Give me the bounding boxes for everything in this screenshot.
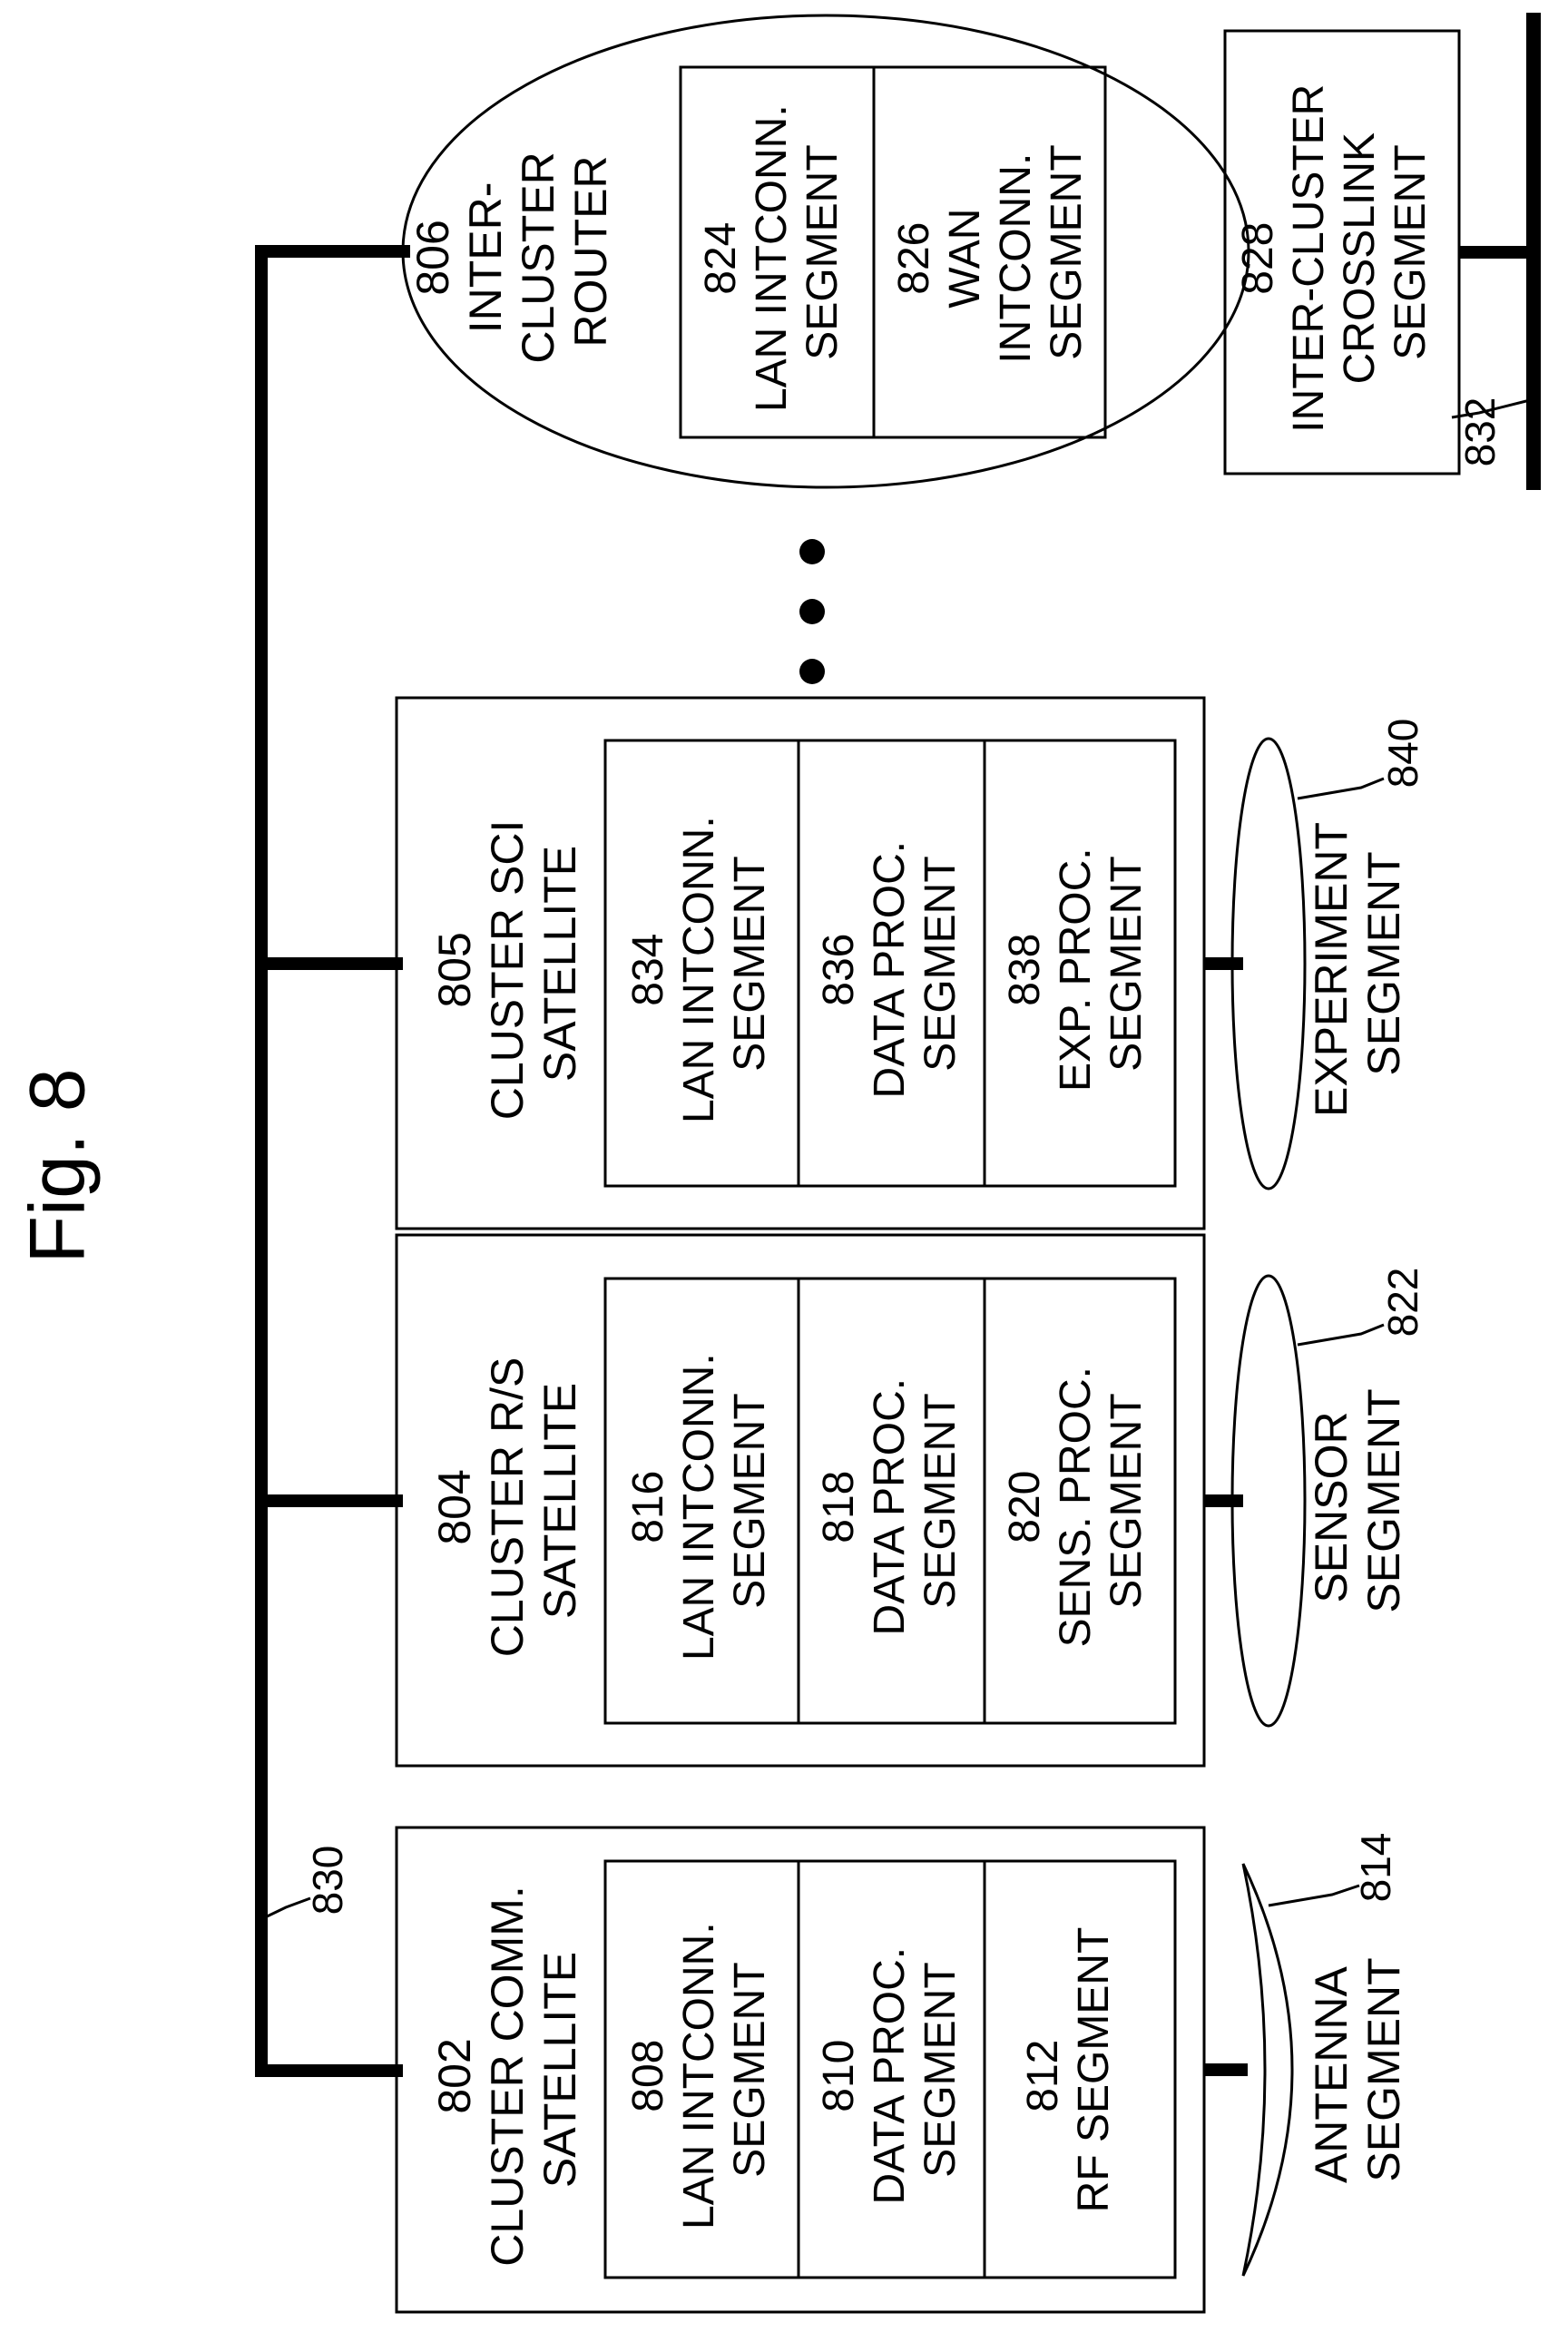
- ellipsis-dot: [799, 539, 825, 564]
- segment-820: 820 SENS. PROC. SEGMENT: [1001, 1355, 1151, 1648]
- antenna-segment-label: ANTENNA SEGMENT: [1306, 1956, 1409, 2183]
- satellite-802-name: CLUSTER COMM.: [482, 1886, 533, 2266]
- segment-836: 836 DATA PROC. SEGMENT: [815, 829, 965, 1099]
- satellite-804: 804 CLUSTER R/S SATELLITE 816 LAN INTCON…: [397, 1235, 1426, 1766]
- segment-816: 816 LAN INTCONN. SEGMENT: [624, 1341, 774, 1661]
- satellite-805-kind: SATELLITE: [534, 846, 585, 1082]
- segment-812-name: RF SEGMENT: [1070, 1927, 1118, 2213]
- segment-824-kind: SEGMENT: [799, 144, 847, 359]
- segment-810: 810 DATA PROC. SEGMENT: [815, 1935, 965, 2205]
- segment-836-kind: SEGMENT: [916, 856, 965, 1071]
- segment-820-name: SENS. PROC.: [1052, 1367, 1100, 1647]
- segment-826-line2: INTCONN.: [992, 153, 1040, 364]
- segment-838-name: EXP. PROC.: [1052, 848, 1100, 1092]
- segment-836-name: DATA PROC.: [866, 841, 914, 1099]
- lan-bus: [261, 251, 404, 2071]
- router-line4: ROUTER: [565, 155, 616, 347]
- segment-818-name: DATA PROC.: [866, 1378, 914, 1636]
- segment-824-name: LAN INTCONN.: [748, 104, 796, 412]
- ref-840: 840: [1379, 719, 1426, 789]
- satellite-805-title: 805 CLUSTER SCI SATELLITE: [429, 808, 585, 1121]
- leader-822: [1298, 1325, 1384, 1345]
- segment-808-ref: 808: [624, 2040, 672, 2112]
- figure-title: Fig. 8: [15, 1068, 102, 1263]
- segment-820-ref: 820: [1001, 1471, 1049, 1543]
- satellite-804-name: CLUSTER R/S: [482, 1357, 533, 1658]
- ellipsis-dot: [799, 599, 825, 624]
- segment-816-name: LAN INTCONN.: [675, 1353, 723, 1661]
- crosslink-line2: CROSSLINK: [1336, 132, 1384, 384]
- antenna-icon: [1243, 1864, 1292, 2276]
- satellite-805-name: CLUSTER SCI: [482, 820, 533, 1121]
- segment-826-line1: WAN: [941, 209, 989, 309]
- segment-818-ref: 818: [815, 1471, 863, 1543]
- segment-812-ref: 812: [1019, 2040, 1067, 2112]
- router-title: 806 INTER- CLUSTER ROUTER: [407, 139, 616, 363]
- segment-808-kind: SEGMENT: [726, 1962, 774, 2177]
- crosslink-ref: 828: [1234, 222, 1282, 295]
- ellipsis-dot: [799, 659, 825, 684]
- segment-808-name: LAN INTCONN.: [675, 1922, 723, 2229]
- satellite-802-title: 802 CLUSTER COMM. SATELLITE: [429, 1873, 585, 2266]
- segment-824: 824 LAN INTCONN. SEGMENT: [697, 93, 847, 412]
- segment-818: 818 DATA PROC. SEGMENT: [815, 1367, 965, 1636]
- segment-834-name: LAN INTCONN.: [675, 816, 723, 1123]
- crosslink-line1: INTER-CLUSTER: [1285, 84, 1333, 433]
- segment-808: 808 LAN INTCONN. SEGMENT: [624, 1910, 774, 2229]
- sensor-segment-line1: SENSOR: [1306, 1411, 1357, 1602]
- segment-834-ref: 834: [624, 934, 672, 1006]
- leader-830: [261, 1898, 310, 1919]
- inter-cluster-router: 806 INTER- CLUSTER ROUTER 824 LAN INTCON…: [403, 15, 1249, 487]
- router-line3: CLUSTER: [513, 152, 564, 363]
- segment-826-line3: SEGMENT: [1043, 144, 1091, 359]
- satellite-805: 805 CLUSTER SCI SATELLITE 834 LAN INTCON…: [397, 698, 1426, 1229]
- segment-818-kind: SEGMENT: [916, 1393, 965, 1608]
- leader-814: [1269, 1886, 1359, 1906]
- crosslink-line3: SEGMENT: [1387, 144, 1435, 359]
- sensor-segment-line2: SEGMENT: [1358, 1388, 1409, 1612]
- ref-832: 832: [1456, 397, 1504, 467]
- ref-814: 814: [1352, 1833, 1399, 1903]
- segment-816-kind: SEGMENT: [726, 1393, 774, 1608]
- crosslink-label: 828 INTER-CLUSTER CROSSLINK SEGMENT: [1234, 72, 1435, 432]
- experiment-segment-label: EXPERIMENT SEGMENT: [1306, 810, 1409, 1117]
- segment-834: 834 LAN INTCONN. SEGMENT: [624, 804, 774, 1123]
- segment-812: 812 RF SEGMENT: [1019, 1927, 1118, 2213]
- segment-836-ref: 836: [815, 934, 863, 1006]
- segment-820-kind: SEGMENT: [1102, 1393, 1151, 1608]
- segment-816-ref: 816: [624, 1471, 672, 1543]
- antenna-segment-line1: ANTENNA: [1306, 1965, 1357, 2183]
- router-line2: INTER-: [460, 182, 511, 334]
- segment-810-name: DATA PROC.: [866, 1947, 914, 2205]
- satellite-804-kind: SATELLITE: [534, 1383, 585, 1619]
- satellite-802-kind: SATELLITE: [534, 1952, 585, 2188]
- segment-834-kind: SEGMENT: [726, 856, 774, 1071]
- ref-822: 822: [1379, 1268, 1426, 1337]
- antenna-segment-line2: SEGMENT: [1358, 1957, 1409, 2181]
- ref-830: 830: [304, 1846, 351, 1916]
- satellite-802: 802 CLUSTER COMM. SATELLITE 808 LAN INTC…: [397, 1827, 1409, 2312]
- segment-810-ref: 810: [815, 2040, 863, 2112]
- segment-838-kind: SEGMENT: [1102, 856, 1151, 1071]
- continuation-ellipsis: [799, 539, 825, 684]
- satellite-804-title: 804 CLUSTER R/S SATELLITE: [429, 1345, 585, 1658]
- segment-838: 838 EXP. PROC. SEGMENT: [1001, 836, 1151, 1092]
- inter-cluster-crosslink: 828 INTER-CLUSTER CROSSLINK SEGMENT 832: [1225, 13, 1534, 490]
- segment-810-kind: SEGMENT: [916, 1962, 965, 2177]
- router-ref: 806: [407, 220, 458, 295]
- leader-840: [1298, 779, 1384, 799]
- sensor-segment-label: SENSOR SEGMENT: [1306, 1388, 1409, 1612]
- segment-826: 826 WAN INTCONN. SEGMENT: [890, 141, 1091, 363]
- satellite-805-ref: 805: [429, 932, 480, 1007]
- experiment-segment-line1: EXPERIMENT: [1306, 823, 1357, 1118]
- segment-826-ref: 826: [890, 222, 938, 295]
- segment-824-ref: 824: [697, 222, 745, 295]
- segment-838-ref: 838: [1001, 934, 1049, 1006]
- satellite-802-ref: 802: [429, 2038, 480, 2113]
- experiment-segment-line2: SEGMENT: [1358, 851, 1409, 1075]
- satellite-804-ref: 804: [429, 1469, 480, 1544]
